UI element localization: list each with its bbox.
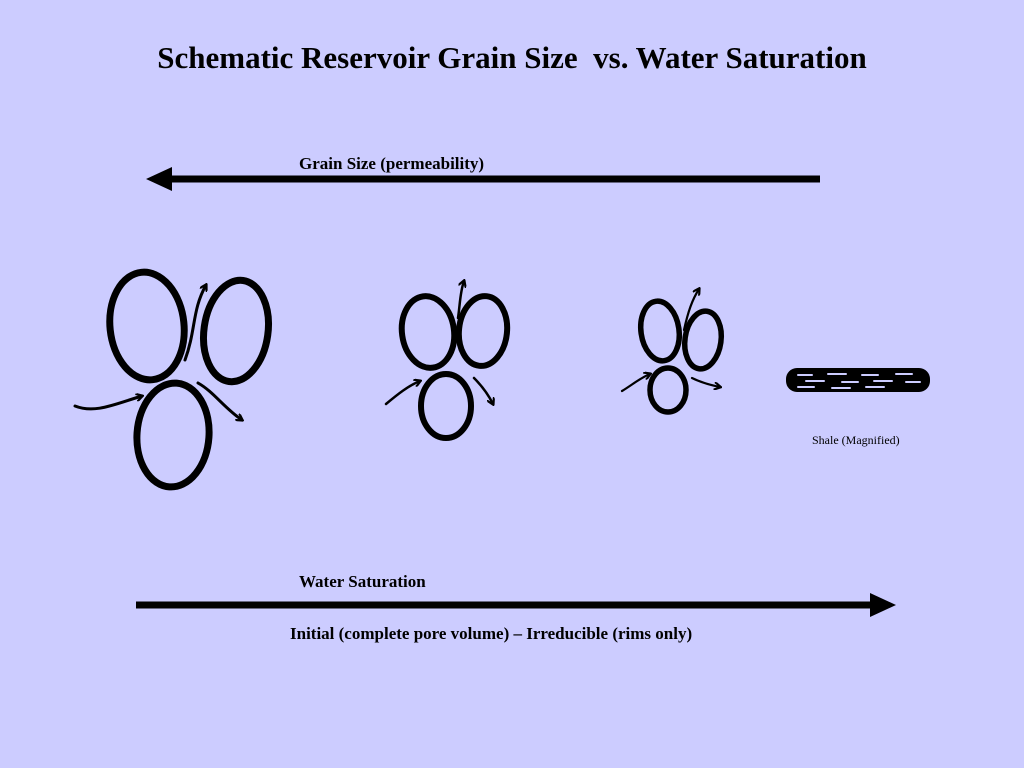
grain-size-label: Grain Size (permeability) <box>299 154 485 173</box>
shale-label: Shale (Magnified) <box>812 433 900 447</box>
grain <box>637 298 683 364</box>
flow-arrow <box>682 289 699 332</box>
grain <box>106 268 188 384</box>
grain <box>133 379 213 491</box>
grain <box>647 365 689 415</box>
flow-arrow <box>196 381 242 420</box>
shale-sketch <box>786 368 930 392</box>
flow-arrow <box>456 281 464 320</box>
grain <box>398 293 458 371</box>
flow-arrow <box>384 381 420 406</box>
water-saturation-label: Water Saturation <box>299 572 426 591</box>
flow-arrow <box>620 374 650 393</box>
large-grains-group <box>73 268 272 491</box>
slide-title: Schematic Reservoir Grain Size vs. Water… <box>157 40 867 75</box>
flow-arrow <box>472 376 493 404</box>
saturation-range-label: Initial (complete pore volume) – Irreduc… <box>290 624 693 643</box>
grain <box>681 308 725 372</box>
water-saturation-arrow <box>136 593 896 617</box>
flow-arrow <box>73 396 142 411</box>
medium-grains-group <box>384 281 511 441</box>
grain-size-arrow <box>146 167 820 191</box>
flow-arrow <box>183 285 206 362</box>
grain <box>418 371 474 441</box>
small-grains-group <box>620 289 725 415</box>
grain <box>200 276 272 386</box>
grain <box>455 293 511 369</box>
flow-arrow <box>690 376 720 387</box>
